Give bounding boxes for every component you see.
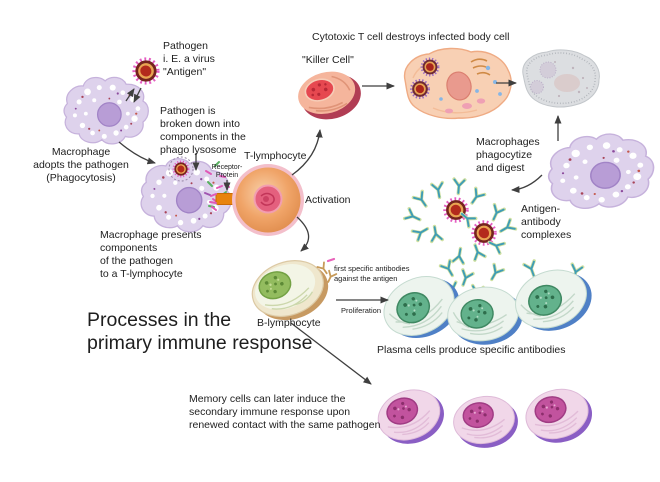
proliferation-label: Proliferation bbox=[341, 306, 382, 315]
antibody-icon bbox=[402, 207, 424, 227]
macrophage-digesting-cell bbox=[544, 128, 659, 214]
b-lymphocyte-label: B-lymphocyte bbox=[257, 317, 321, 329]
memory-cell-2 bbox=[449, 390, 523, 454]
infected-body-cell bbox=[405, 48, 512, 118]
antibody-icon bbox=[465, 186, 487, 208]
antibody-icon bbox=[427, 223, 444, 244]
antibody-icon bbox=[451, 245, 468, 266]
antibody-icon bbox=[496, 217, 518, 238]
antibody-icon bbox=[411, 189, 433, 211]
first-specific-antibodies-label: first specific antibodies against the an… bbox=[334, 264, 410, 283]
killer-cell-figure bbox=[292, 63, 367, 128]
cytotoxic-headline: Cytotoxic T cell destroys infected body … bbox=[312, 31, 510, 43]
antibody-icon bbox=[485, 262, 506, 284]
arrow-to-memory-cells bbox=[290, 322, 372, 385]
pathogen-breakdown-label: Pathogen is broken down into components … bbox=[160, 105, 246, 156]
receptor-protein-label: Receptor- Protein bbox=[211, 164, 243, 179]
arrow-activation-up bbox=[291, 129, 323, 176]
b-cell-first-antibodies bbox=[316, 257, 338, 285]
t-lymphocyte-cell bbox=[209, 164, 304, 236]
antibody-icon bbox=[486, 202, 506, 224]
plasma-cells-label: Plasma cells produce specific antibodies bbox=[377, 344, 566, 356]
antibody-icon bbox=[451, 177, 467, 196]
pathogen-virus bbox=[132, 57, 160, 85]
arrows bbox=[118, 79, 562, 385]
antibody-icon bbox=[430, 180, 447, 201]
activation-label: Activation bbox=[305, 194, 351, 206]
destroyed-cell bbox=[521, 49, 601, 108]
plasma-cell-3 bbox=[506, 257, 602, 344]
diagram-title: Processes in the primary immune response bbox=[87, 309, 313, 354]
antibody-icon bbox=[410, 222, 432, 243]
antigen-antibody-complex bbox=[402, 177, 518, 266]
antibody-icon bbox=[456, 268, 475, 289]
memory-cells-label: Memory cells can later induce the second… bbox=[189, 393, 381, 431]
macrophage-presents-label: Macrophage presents components of the pa… bbox=[100, 229, 202, 280]
antigen-antibody-label: Antigen- antibody complexes bbox=[521, 203, 572, 241]
arrow-macrophage-to-presenting bbox=[118, 141, 156, 165]
memory-cell-3 bbox=[519, 380, 599, 452]
pathogen-label: Pathogen i. E. a virus "Antigen" bbox=[163, 40, 215, 78]
arrow-activation-down bbox=[296, 216, 310, 252]
macrophages-phagocytize-label: Macrophages phagocytize and digest bbox=[476, 136, 540, 174]
killer-cell-label: "Killer Cell" bbox=[302, 54, 354, 66]
t-lymphocyte-label: T-lymphocyte bbox=[244, 150, 307, 162]
antibody-icon bbox=[438, 258, 459, 280]
arrow-macrophage-to-complexes bbox=[511, 174, 543, 194]
macrophage-phagocytosis-cell bbox=[63, 76, 149, 145]
arrow-virus-to-macrophage-down bbox=[133, 87, 142, 103]
macrophage-adopts-label: Macrophage adopts the pathogen (Phagocyt… bbox=[33, 146, 129, 184]
arrow-virus-to-macrophage-up bbox=[125, 88, 135, 102]
memory-cell-1 bbox=[370, 379, 453, 454]
